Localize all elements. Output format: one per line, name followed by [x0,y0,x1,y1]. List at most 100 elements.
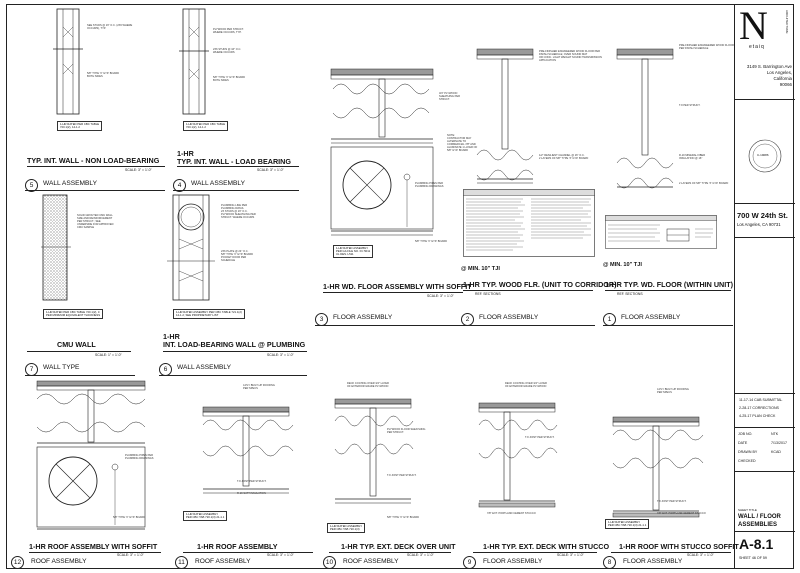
detail-10-number: 10 [323,556,336,568]
detail-8-scale: SCALE: 3" = 1'-0" [687,553,714,557]
title-block-logo: N etaiq ARCHITECTURE 3149 S. Barrington … [735,4,795,100]
firm-address-3: California [773,76,792,81]
detail-6-title-a: 1-HR [163,332,180,341]
firm-address-4: 90066 [779,82,792,87]
sheet-number-area: A-8.1 SHEET 46 OF 59 [735,532,795,569]
detail-5-wall-section [53,8,83,115]
detail-9-deck-section [478,402,558,508]
detail-11-title: 1-HR ROOF ASSEMBLY [197,542,278,551]
sheet-title-label: SHEET TITLE [738,508,757,512]
detail-1-ref: REF. SECTIONS [617,292,643,296]
revision-2: 2-28-17 CORRECTIONS [739,406,779,410]
detail-2-note-c: NOTE: CONTRACTOR MAY ALTERNATE TO COMMER… [447,134,478,152]
detail-1-label: FLOOR ASSEMBLY [621,314,681,321]
detail-4-rating: 1-HR RATED PER CBC TABLE 720.1(2), 14-1.… [183,121,229,132]
detail-3-note-gyp: 5/8" TYPE 'X' GYP. BOARD [415,240,447,243]
detail-12-note-gyp: 5/8" TYPE 'X' GYP. BOARD [113,516,145,519]
detail-3-note-fire: PLUMBING PIPES PER PLUMBING DRAWINGS [415,182,444,188]
detail-4-wall-section [179,8,209,115]
revision-3: 4-25-17 PLAN CHECK [739,414,776,418]
detail-1-note-b: TJI PER STRUCT. [679,104,701,107]
detail-5-note: SEE STUDS @ 16" O.C. (2X6 WHERE OCCURS),… [87,24,133,30]
detail-11-note-roof: 4-PLY BUILT-UP ROOFING PER SPECS [243,384,275,390]
detail-11-roof-section [202,406,294,494]
detail-8-note-roof: 4-PLY BUILT-UP ROOFING PER SPECS [657,388,689,394]
detail-4-scale: SCALE: 3" = 1'-0" [257,168,284,172]
detail-10-title: 1-HR TYP. EXT. DECK OVER UNIT [341,542,456,551]
title-block-blank [735,238,795,394]
firm-address-1: 3149 S. Barrington Ave [746,64,792,69]
detail-11-scale: SCALE: 3" = 1'-0" [267,553,294,557]
detail-1-title: 1-HR TYP. WD. FLOOR (WITHIN UNIT) [605,280,734,289]
detail-7-note: SOLID GROUTED CMU WALL SIZE AND REINFORC… [77,214,114,229]
detail-3-label: FLOOR ASSEMBLY [333,314,393,321]
detail-6-wall-section [167,194,215,301]
detail-4-note-gyp: 2X6 STUDS @ 16" O.C. WHERE OCCURS [213,48,242,54]
detail-12-scale: SCALE: 3" = 1'-0" [117,553,144,557]
detail-8-note-tji: TJI JOIST PER STRUCT. [657,500,687,503]
detail-1-note-c: R-19 MINERAL FIBER INSULATION @ 16" [679,154,706,160]
detail-10-rating: 1-HR RATED ASSEMBLY PER CBC TAB 720.1(3) [327,523,366,534]
detail-7-scale: SCALE: 1" = 1'-0" [95,353,122,357]
detail-10-deck-section [334,398,414,504]
detail-3-scale: SCALE: 3" = 1'-0" [427,294,454,298]
detail-9-note-stucco: 7/8" EXT. PORTLAND CEMENT STUCCO [487,512,536,515]
detail-11-number: 11 [175,556,188,568]
firm-address-2: Los Angeles, [766,70,792,75]
detail-8-title: 1-HR ROOF WITH STUCCO SOFFIT [619,542,739,551]
info-date-value: 7/13/2017 [771,441,787,445]
sheet-number: A-8.1 [739,536,774,552]
detail-12-note-fire: PLUMBING PIPES PER PLUMBING DRAWINGS [125,454,154,460]
detail-12-roof-section [36,380,146,530]
detail-12-title: 1-HR ROOF ASSEMBLY WITH SOFFIT [29,542,158,551]
detail-3-title: 1-HR WD. FLOOR ASSEMBLY WITH SOFFIT [323,282,472,291]
detail-7-title: CMU WALL [57,340,96,349]
detail-3-rating: 1-HR RATED ASSEMBLY PER GA FILE NO. FC 5… [333,245,374,259]
stamp-number: C-19086 [757,153,769,157]
detail-12-number: 12 [11,556,24,568]
info-date-key: DATE [738,441,748,445]
detail-8-roof-section [612,416,704,518]
sheet-of: SHEET 46 OF 59 [739,556,767,560]
info-job-key: JOB NO. [738,432,753,436]
detail-1-spec-table [605,215,717,249]
detail-4-note: PLYWOOD PER STRUCT. WHERE OCCURS, TYP. [213,28,244,34]
firm-logo-word: etaiq [749,44,765,50]
info-drawn-key: DRAWN BY [738,450,758,454]
detail-10-note-plywood: PLYWOOD FLOOR SHEATHING PER STRUCT. [387,428,426,434]
detail-8-number: 8 [603,556,616,568]
detail-10-note-gyp: 5/8" TYPE 'X' GYP. BOARD [387,516,419,519]
project-title: 700 W 24th St. [737,211,788,220]
detail-4-label: WALL ASSEMBLY [191,180,245,187]
detail-1-note-d: 2 LAYERS OF 5/8" TYPE 'X' GYP. BOARD [679,182,729,185]
detail-9-note-tji: TJI JOIST PER STRUCT. [525,436,555,439]
detail-10-label: ROOF ASSEMBLY [343,558,399,565]
detail-2-title: 1-HR TYP. WOOD FLR. (UNIT TO CORRIDOR) [463,280,617,289]
detail-7-label: WALL TYPE [43,364,80,371]
detail-9-title: 1-HR TYP. EXT. DECK WITH STUCCO [483,542,610,551]
detail-9-scale: SCALE: 3" = 1'-0" [557,553,584,557]
detail-5-rating: 1-HR RATED PER CBC TABLE 720.1(2), 14-1.… [57,121,103,132]
detail-5-label: WALL ASSEMBLY [43,180,97,187]
detail-8-label: FLOOR ASSEMBLY [623,558,683,565]
detail-2-note-b: 1/2" RESILIENT CHANNEL @ 16" O.C. 2 LAYE… [539,154,589,160]
detail-4-title-b: TYP. INT. WALL - LOAD BEARING [177,157,291,166]
detail-5-number: 5 [25,179,38,192]
detail-4-title-a: 1-HR [177,149,194,158]
detail-4-number: 4 [173,179,186,192]
detail-2-ref: REF. SECTIONS [475,292,501,296]
detail-2-min: @ MIN. 10" TJI [461,266,500,272]
detail-3-note-a: 3/4" PLYWOOD SHEATHING PER STRUCT. [439,92,460,101]
detail-10-note-deck: DECK COATING OVER 3/4" LAYER OF EXTERIOR… [347,382,389,388]
detail-8-rating: 1-HR RATED ASSEMBLY PER CBC TAB 720.1(3)… [605,519,650,530]
detail-6-title-b: INT. LOAD-BEARING WALL @ PLUMBING [163,340,306,349]
title-block-stamp-area: C-19086 [735,100,795,204]
detail-1-min: @ MIN. 10" TJI [603,262,642,268]
info-job-value: NTK [771,432,779,436]
project-city: Los Angeles, CA 90731 [737,222,781,227]
detail-2-note-a: PRE-FINISHED ENGINEERED WOOD FLOOR PER F… [539,50,602,62]
detail-12-label: ROOF ASSEMBLY [31,558,87,565]
info-drawn-value: KCAD [771,450,781,454]
detail-4-note-gyp2: 5/8" TYPE 'X' GYP. BOARD BOTH SIDES [213,76,245,82]
detail-2-label: FLOOR ASSEMBLY [479,314,539,321]
